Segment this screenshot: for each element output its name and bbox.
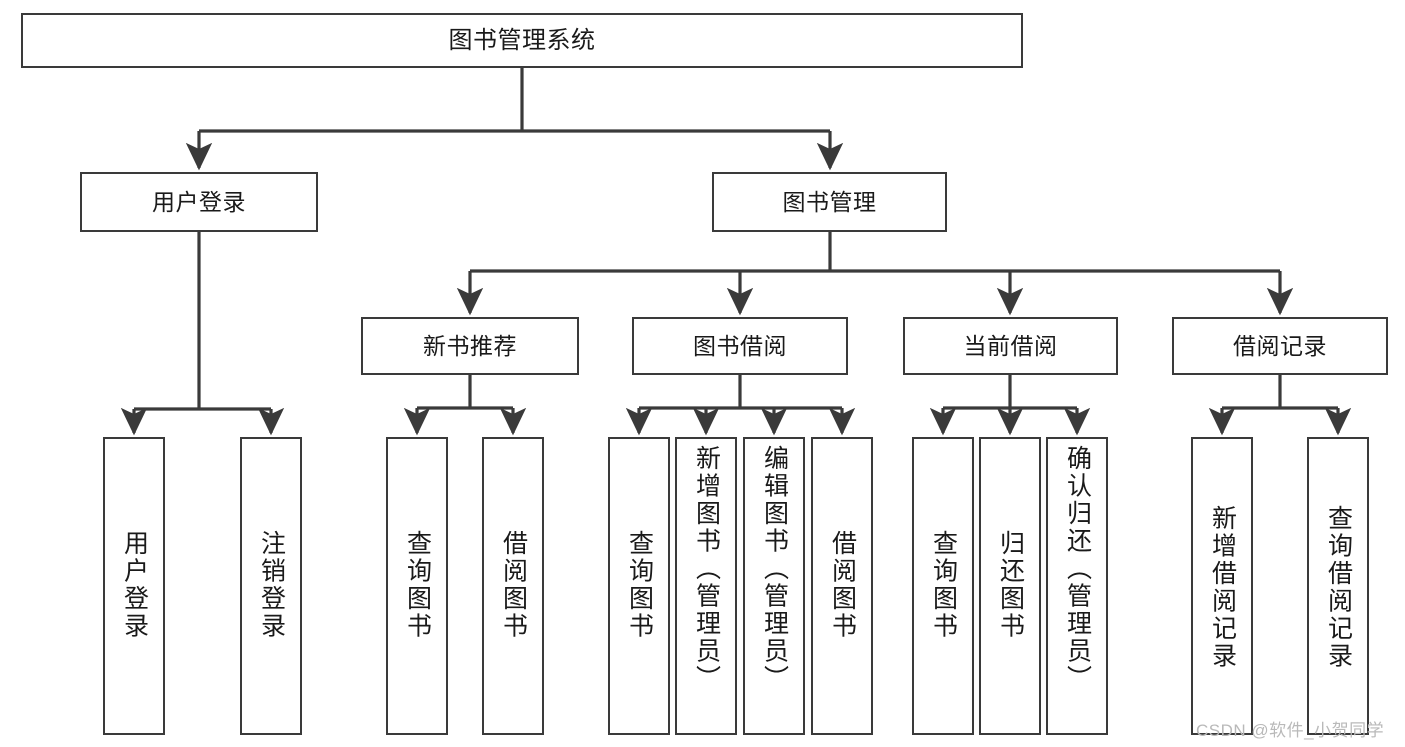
node-label: 借阅记录 [1233,332,1327,359]
node-label: 图书管理系统 [448,26,596,54]
node-label: 借阅图书 [828,530,857,640]
node-label: 新书推荐 [423,332,517,359]
node-label: 新增图书（管理员） [692,445,721,693]
leaf-query-books-current[interactable]: 查询图书 [912,437,974,735]
node-borrow-records[interactable]: 借阅记录 [1172,317,1388,375]
node-label: 归还图书 [996,530,1025,640]
node-book-management[interactable]: 图书管理 [712,172,947,232]
node-book-borrowing[interactable]: 图书借阅 [632,317,848,375]
node-label: 查询图书 [403,530,432,640]
csdn-watermark: CSDN @软件_小贺同学 [1196,721,1385,740]
leaf-edit-book-admin[interactable]: 编辑图书（管理员） [743,437,805,735]
leaf-query-books-borrow[interactable]: 查询图书 [608,437,670,735]
node-label: 用户登录 [152,188,246,215]
leaf-add-book-admin[interactable]: 新增图书（管理员） [675,437,737,735]
node-label: 查询借阅记录 [1324,505,1353,670]
leaf-confirm-return-admin[interactable]: 确认归还（管理员） [1046,437,1108,735]
leaf-logout[interactable]: 注销登录 [240,437,302,735]
node-label: 编辑图书（管理员） [760,445,789,693]
node-label: 确认归还（管理员） [1063,445,1092,693]
leaf-query-books-recommend[interactable]: 查询图书 [386,437,448,735]
node-new-book-recommendation[interactable]: 新书推荐 [361,317,579,375]
node-current-borrowing[interactable]: 当前借阅 [903,317,1118,375]
leaf-borrow-books-recommend[interactable]: 借阅图书 [482,437,544,735]
leaf-return-books[interactable]: 归还图书 [979,437,1041,735]
leaf-add-borrow-record[interactable]: 新增借阅记录 [1191,437,1253,735]
node-label: 图书借阅 [693,332,787,359]
node-label: 借阅图书 [499,530,528,640]
node-label: 查询图书 [625,530,654,640]
leaf-user-login[interactable]: 用户登录 [103,437,165,735]
leaf-query-borrow-record[interactable]: 查询借阅记录 [1307,437,1369,735]
node-label: 查询图书 [929,530,958,640]
node-label: 图书管理 [782,188,877,215]
node-label: 新增借阅记录 [1208,505,1237,670]
node-root-book-management-system[interactable]: 图书管理系统 [21,13,1023,68]
node-label: 用户登录 [120,530,149,640]
leaf-borrow-books-borrow[interactable]: 借阅图书 [811,437,873,735]
node-label: 注销登录 [257,530,286,640]
node-label: 当前借阅 [963,332,1058,359]
node-user-login[interactable]: 用户登录 [80,172,318,232]
